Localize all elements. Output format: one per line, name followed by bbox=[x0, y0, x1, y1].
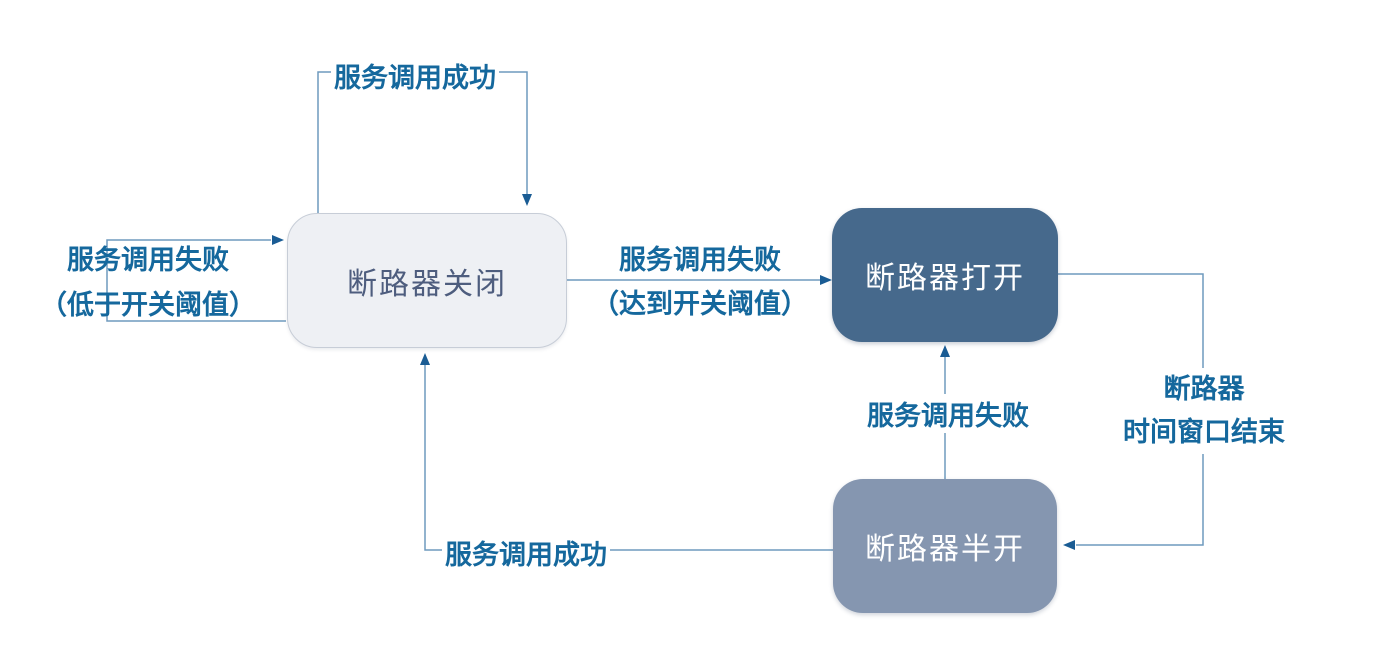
arrowhead-down-icon bbox=[522, 194, 532, 206]
edge-label-line2: （低于开关阈值） bbox=[40, 290, 256, 320]
edge-label-fail-below-threshold: 服务调用失败 （低于开关阈值） bbox=[40, 238, 256, 328]
edge-label-closed-self-success: 服务调用成功 bbox=[331, 56, 499, 95]
edge-label-line2: （达到开关阈值） bbox=[592, 289, 808, 319]
edge-fail-below-threshold bbox=[106, 239, 286, 322]
arrowhead-up-icon bbox=[940, 345, 950, 357]
arrowhead-left-icon bbox=[1063, 540, 1075, 550]
edge-label-half-open-success: 服务调用成功 bbox=[442, 533, 610, 572]
edge-label-half-open-fail: 服务调用失败 bbox=[864, 394, 1032, 433]
arrowhead-up-icon bbox=[420, 353, 430, 365]
arrowhead-right-icon bbox=[272, 235, 284, 245]
edge-half-open-success bbox=[424, 364, 833, 551]
edge-label-line2: 时间窗口结束 bbox=[1123, 417, 1285, 447]
edge-label-line1: 服务调用失败 bbox=[619, 245, 781, 275]
arrowhead-right-icon bbox=[820, 275, 832, 285]
edge-label-fail-reach-threshold: 服务调用失败 （达到开关阈值） bbox=[592, 238, 808, 326]
edge-label-time-window-end: 断路器 时间窗口结束 bbox=[1120, 368, 1288, 454]
state-node-open: 断路器打开 bbox=[832, 208, 1058, 342]
state-node-half-open-label: 断路器半开 bbox=[865, 533, 1025, 566]
state-node-open-label: 断路器打开 bbox=[865, 262, 1025, 295]
edge-label-line1: 服务调用失败 bbox=[67, 245, 229, 275]
state-node-half-open: 断路器半开 bbox=[833, 479, 1057, 613]
state-node-closed: 断路器关闭 bbox=[287, 213, 567, 348]
edge-label-line1: 断路器 bbox=[1163, 374, 1245, 404]
state-node-closed-label: 断路器关闭 bbox=[347, 267, 507, 301]
